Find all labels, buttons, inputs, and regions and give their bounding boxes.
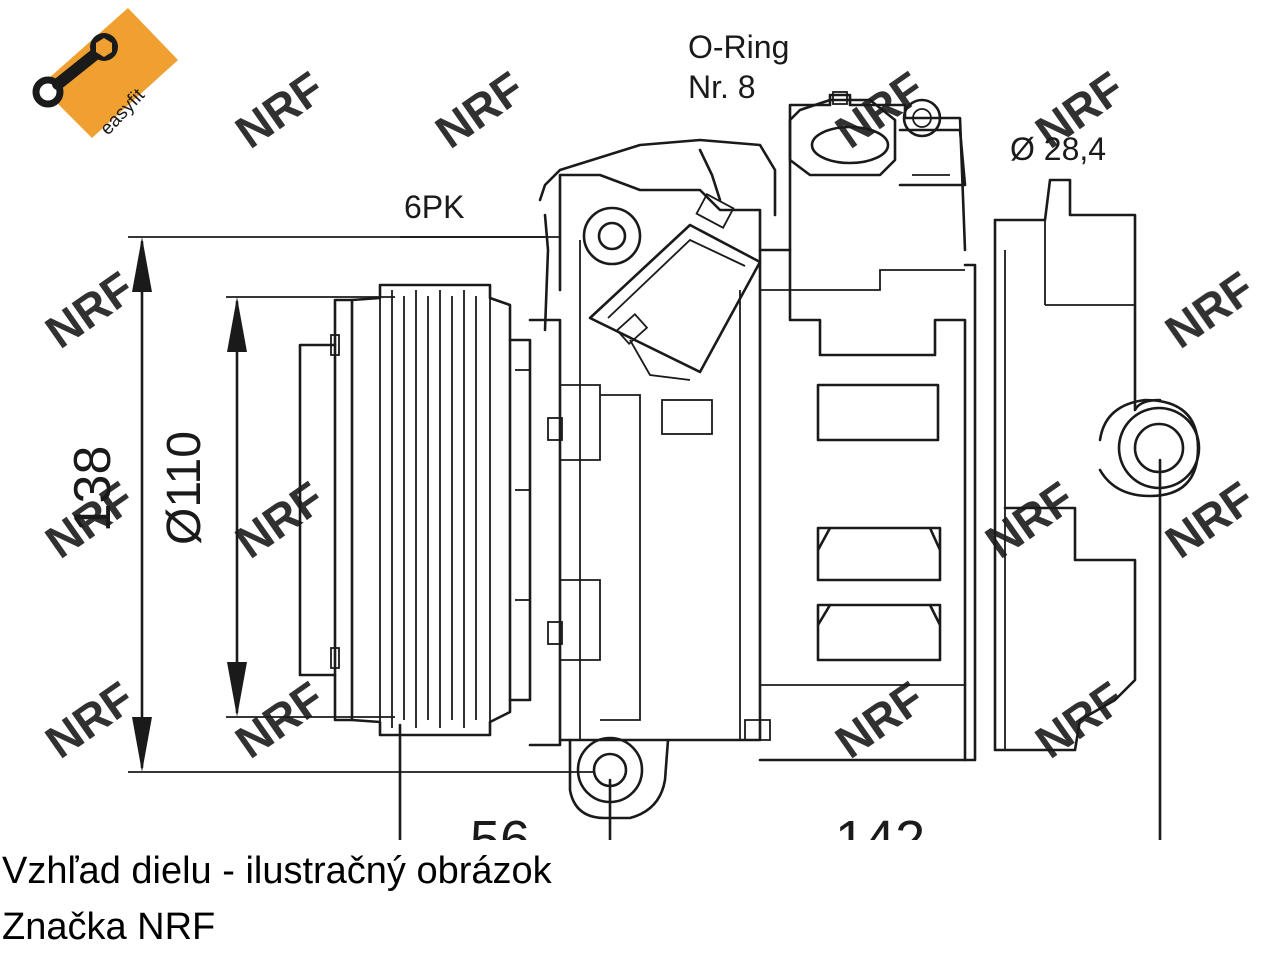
bottom-right-label: 142 (835, 810, 925, 840)
watermark: NRF (976, 471, 1083, 568)
dimension-height: 138 (64, 236, 595, 773)
bottom-left-label: 56 (470, 810, 530, 840)
compressor-drawing: NRF NRF NRF NRF NRF NRF NRF NRF NRF NRF … (32, 8, 1263, 840)
caption-illustration: Vzhľad dielu - ilustračný obrázok (2, 850, 552, 892)
logo-tab (40, 8, 178, 138)
front-housing (528, 173, 762, 747)
height-label: 138 (64, 446, 122, 533)
rear-cover (963, 178, 1201, 762)
bottom-mounting-ear (568, 736, 670, 820)
dimension-bottom: 56 142 (398, 458, 1162, 840)
suction-port (788, 91, 897, 177)
compressor-body (744, 93, 967, 762)
dimension-pulley: Ø110 (158, 296, 395, 718)
watermark: NRF (36, 261, 143, 358)
wrench-icon (32, 33, 118, 108)
pulley-diameter-label: Ø110 (158, 431, 211, 545)
discharge-port (898, 98, 967, 187)
port-diameter-label: Ø 28,4 (1010, 131, 1106, 167)
electrical-connector (538, 138, 777, 381)
watermark: NRF (1156, 261, 1263, 358)
belt-label: 6PK (404, 189, 464, 225)
pulley (350, 283, 532, 737)
oring-number-label: Nr. 8 (688, 69, 756, 105)
easyfit-logo: easyfit (32, 8, 178, 139)
watermark: NRF (36, 671, 143, 768)
caption-brand: Značka NRF (2, 906, 216, 948)
watermark: NRF (226, 471, 333, 568)
watermark: NRF (226, 61, 333, 158)
watermark: NRF (426, 61, 533, 158)
watermark-pattern: NRF NRF NRF NRF NRF NRF NRF NRF NRF NRF … (36, 61, 1263, 768)
oring-label: O-Ring (688, 29, 789, 65)
top-mounting-ear (582, 206, 642, 266)
